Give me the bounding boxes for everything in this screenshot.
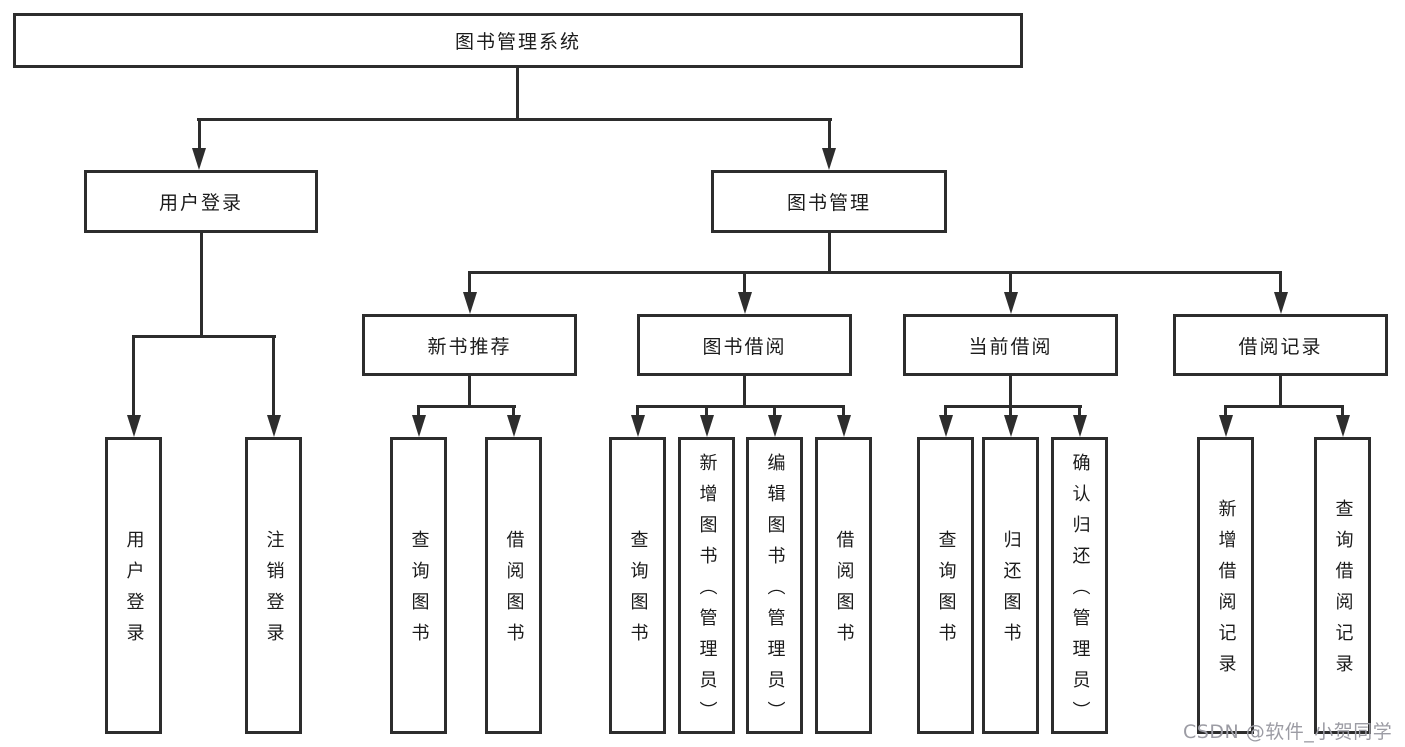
connector-line (132, 335, 276, 338)
connector-line (198, 118, 201, 150)
connector-line (132, 335, 135, 417)
connector-arrow (837, 415, 851, 437)
leaf-edit-books-admin: 编辑图书（管理员） (746, 437, 803, 734)
connector-arrow (738, 292, 752, 314)
connector-line (1009, 376, 1012, 407)
connector-line (468, 271, 1282, 274)
connector-arrow (267, 415, 281, 437)
node-borrowing-records: 借阅记录 (1173, 314, 1388, 376)
node-label: 图书管理系统 (454, 31, 581, 53)
connector-line (1341, 405, 1344, 418)
leaf-label: 查询图书 (935, 530, 957, 654)
leaf-label: 确认归还（管理员） (1069, 452, 1091, 732)
node-library-management-system: 图书管理系统 (13, 13, 1023, 68)
node-label: 图书借阅 (702, 335, 787, 358)
connector-line (200, 233, 203, 337)
leaf-query-books-borrowing: 查询图书 (609, 437, 666, 734)
connector-arrow (127, 415, 141, 437)
connector-arrow (1274, 292, 1288, 314)
node-label: 用户登录 (158, 192, 243, 214)
connector-arrow (412, 415, 426, 437)
connector-line (828, 233, 831, 273)
connector-line (417, 405, 516, 408)
leaf-label: 查询图书 (627, 530, 649, 654)
node-new-book-recommendation: 新书推荐 (362, 314, 577, 376)
node-current-borrowing: 当前借阅 (903, 314, 1118, 376)
connector-line (468, 271, 471, 294)
connector-arrow (1073, 415, 1087, 437)
connector-arrow (507, 415, 521, 437)
leaf-user-login: 用户登录 (105, 437, 162, 734)
connector-arrow (1219, 415, 1233, 437)
leaf-return-books: 归还图书 (982, 437, 1039, 734)
connector-line (743, 376, 746, 407)
leaf-borrow-books: 借阅图书 (815, 437, 872, 734)
leaf-label: 查询借阅记录 (1332, 499, 1354, 685)
connector-line (636, 405, 845, 408)
leaf-logout: 注销登录 (245, 437, 302, 734)
connector-arrow (768, 415, 782, 437)
connector-line (1224, 405, 1344, 408)
connector-line (417, 405, 420, 418)
leaf-label: 新增借阅记录 (1215, 499, 1237, 685)
connector-arrow (1004, 415, 1018, 437)
node-label: 新书推荐 (427, 335, 512, 358)
connector-arrow (822, 148, 836, 170)
leaf-confirm-return-admin: 确认归还（管理员） (1051, 437, 1108, 734)
connector-line (944, 405, 947, 418)
connector-line (636, 405, 639, 418)
leaf-label: 归还图书 (1000, 530, 1022, 654)
connector-line (1224, 405, 1227, 418)
connector-line (1078, 405, 1081, 418)
leaf-label: 借阅图书 (503, 530, 525, 654)
connector-line (468, 376, 471, 407)
connector-line (944, 405, 1082, 408)
node-book-management: 图书管理 (711, 170, 947, 233)
connector-arrow (1004, 292, 1018, 314)
node-book-borrowing: 图书借阅 (637, 314, 852, 376)
connector-arrow (1336, 415, 1350, 437)
connector-line (512, 405, 515, 418)
connector-line (773, 405, 776, 418)
connector-line (516, 68, 519, 121)
connector-arrow (463, 292, 477, 314)
connector-line (1279, 271, 1282, 294)
leaf-label: 注销登录 (263, 530, 285, 654)
leaf-query-borrow-record: 查询借阅记录 (1314, 437, 1371, 734)
connector-line (828, 118, 831, 150)
connector-arrow (939, 415, 953, 437)
leaf-query-books-recommend: 查询图书 (390, 437, 447, 734)
leaf-label: 用户登录 (123, 530, 145, 654)
leaf-query-books-current: 查询图书 (917, 437, 974, 734)
connector-line (705, 405, 708, 418)
connector-line (1009, 405, 1012, 418)
leaf-label: 查询图书 (408, 530, 430, 654)
connector-line (842, 405, 845, 418)
node-label: 借阅记录 (1238, 335, 1323, 358)
connector-line (743, 271, 746, 294)
csdn-watermark: CSDN @软件_小贺同学 (1183, 721, 1393, 743)
leaf-label: 编辑图书（管理员） (764, 452, 786, 732)
connector-arrow (631, 415, 645, 437)
connector-line (272, 335, 275, 417)
connector-arrow (700, 415, 714, 437)
leaf-label: 新增图书（管理员） (696, 452, 718, 732)
connector-line (197, 118, 832, 121)
node-user-login: 用户登录 (84, 170, 318, 233)
connector-line (1009, 271, 1012, 294)
node-label: 当前借阅 (968, 335, 1053, 358)
leaf-label: 借阅图书 (833, 530, 855, 654)
leaf-add-borrow-record: 新增借阅记录 (1197, 437, 1254, 734)
leaf-borrow-books-recommend: 借阅图书 (485, 437, 542, 734)
connector-line (1279, 376, 1282, 407)
leaf-add-books-admin: 新增图书（管理员） (678, 437, 735, 734)
node-label: 图书管理 (786, 192, 871, 214)
connector-arrow (192, 148, 206, 170)
